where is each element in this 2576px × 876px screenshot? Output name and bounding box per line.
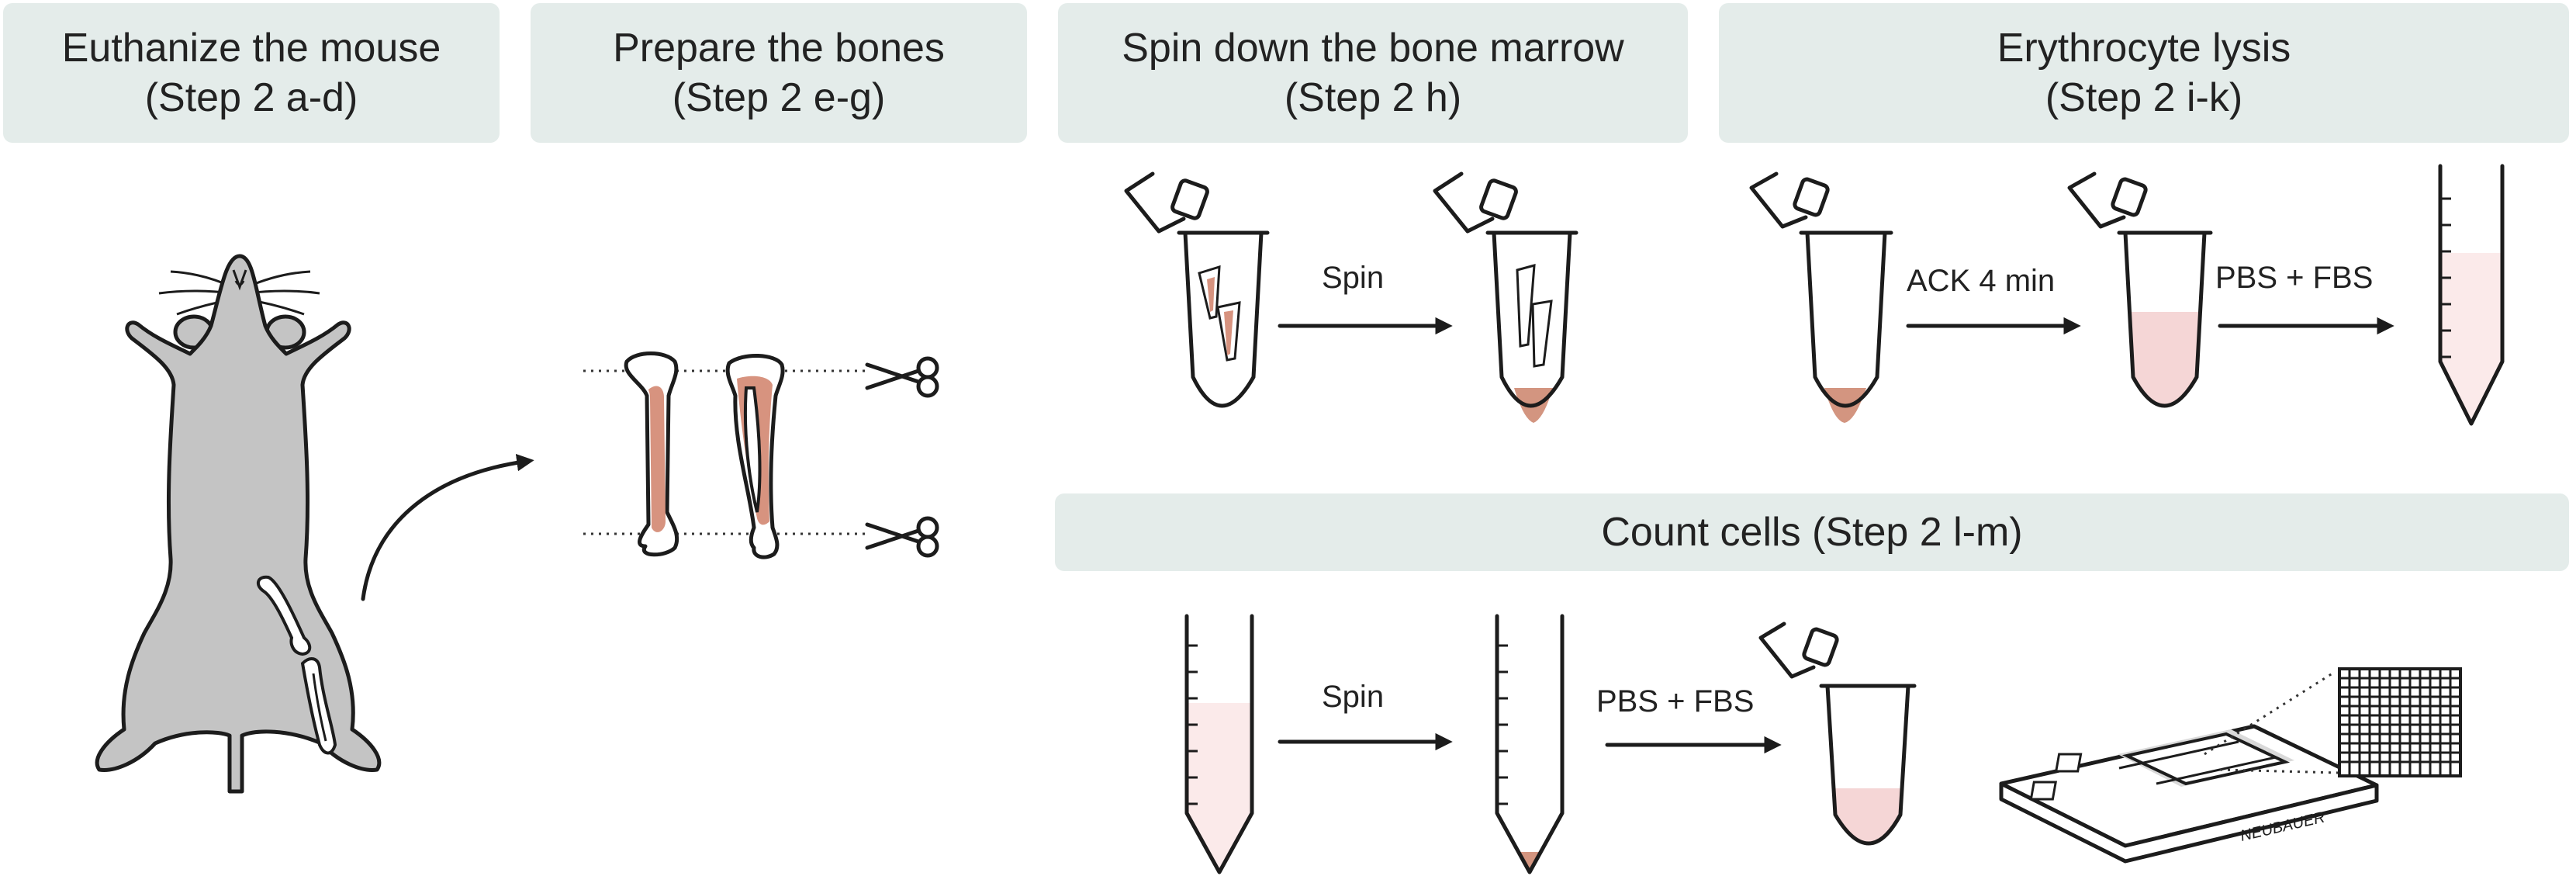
- label-spin-2: Spin: [1322, 680, 1385, 714]
- tube-lysed-icon: [2067, 171, 2213, 408]
- falcon-tube-pink-icon: [1184, 614, 1254, 874]
- neubauer-chamber-icon: NEUBAUER: [1999, 667, 2462, 864]
- header-count-title: Count cells (Step 2 l-m): [1601, 510, 2023, 555]
- count-step: NEUBAUER: [1184, 614, 2462, 874]
- falcon-tube-icon: [2438, 164, 2505, 426]
- falcon-tube-pellet-icon: [1495, 614, 1565, 874]
- header-spin-title: Spin down the bone marrow: [1122, 26, 1624, 71]
- header-prepare-step: (Step 2 e-g): [672, 75, 886, 120]
- tube-resuspended-icon: [1758, 622, 1917, 846]
- header-euthanize: Euthanize the mouse (Step 2 a-d): [3, 3, 500, 143]
- lysis-step: [1749, 164, 2505, 426]
- header-prepare-bones: Prepare the bones (Step 2 e-g): [531, 3, 1027, 143]
- label-pbs-fbs-1: PBS + FBS: [2215, 261, 2374, 295]
- label-spin-1: Spin: [1322, 261, 1385, 295]
- label-pbs-fbs-2: PBS + FBS: [1596, 684, 1755, 718]
- header-spin-step: (Step 2 h): [1284, 75, 1462, 120]
- header-euthanize-title: Euthanize the mouse: [61, 26, 441, 71]
- header-spin-marrow: Spin down the bone marrow (Step 2 h): [1058, 3, 1688, 143]
- grid-zoom-icon: [2338, 667, 2462, 777]
- header-euthanize-step: (Step 2 a-d): [144, 75, 358, 120]
- header-lysis-step: (Step 2 i-k): [2045, 75, 2243, 120]
- tube-with-bones-icon: [1124, 171, 1270, 408]
- spin-marrow-step: [1124, 171, 1578, 423]
- header-lysis-title: Erythrocyte lysis: [1997, 26, 2291, 71]
- tube-spun-pellet-icon: [1433, 171, 1578, 423]
- label-ack: ACK 4 min: [1907, 264, 2056, 298]
- bones-illustration: [583, 351, 939, 559]
- header-erythrocyte-lysis: Erythrocyte lysis (Step 2 i-k): [1719, 3, 2569, 143]
- tube-pellet-icon: [1749, 171, 1893, 423]
- mouse-illustration: [95, 254, 534, 794]
- scissors-icon-bottom: [865, 516, 939, 558]
- scissors-icon-top: [865, 356, 939, 398]
- header-prepare-title: Prepare the bones: [613, 26, 945, 71]
- header-count-cells: Count cells (Step 2 l-m): [1055, 493, 2569, 571]
